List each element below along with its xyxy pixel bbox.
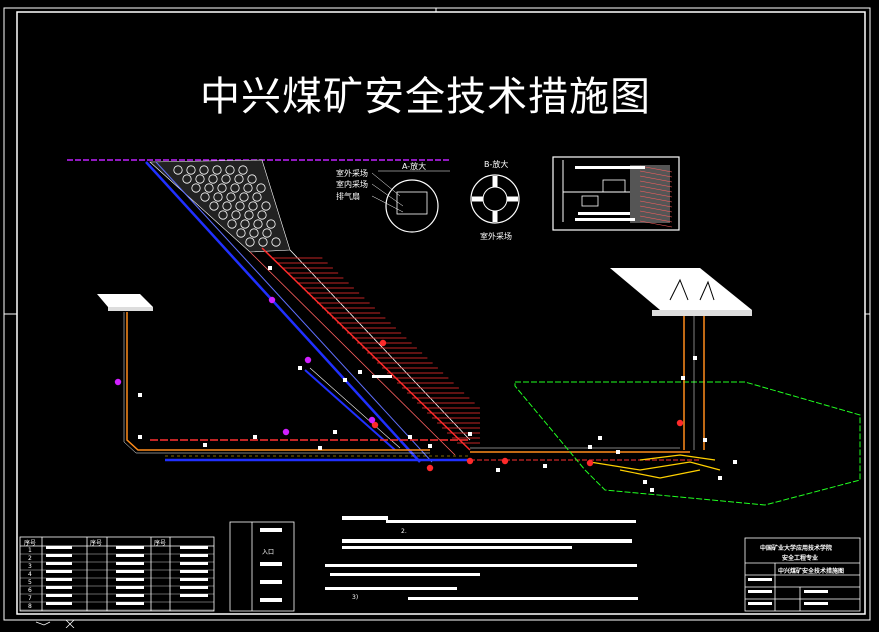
legend-row-number: 8 [28, 603, 32, 610]
incline-red-2 [249, 251, 456, 456]
branch-blue [304, 369, 396, 451]
rubble-pattern [173, 165, 281, 247]
legend-header-2: 序号 [90, 540, 103, 547]
detail-b-outer [470, 174, 520, 224]
title-block-drawing-name: 中兴煤矿安全技术措施图 [778, 568, 845, 575]
detail-b-inner [482, 186, 508, 212]
drawing-title: 中兴煤矿安全技术措施图 [200, 74, 651, 120]
legend-header-1: 序号 [24, 540, 37, 547]
detail-a-label: A-放大 [402, 162, 427, 171]
legend-row-number: 3 [28, 563, 32, 570]
title-block [744, 537, 861, 612]
legend-row-number: 7 [28, 595, 32, 602]
surface-plate-right [610, 268, 752, 310]
legend-header-3: 序号 [154, 540, 167, 547]
title-block-dept: 安全工程专业 [782, 555, 819, 562]
detail-c-box [552, 156, 680, 231]
incline-red [261, 247, 471, 451]
detail-a-circle [385, 179, 439, 233]
title-block-school: 中国矿业大学应用技术学院 [760, 545, 833, 552]
caved-rubble-zone [149, 159, 291, 253]
legend-row-number: 6 [28, 587, 32, 594]
mining-boundary [514, 381, 861, 506]
notes-label-3: 3) [352, 594, 359, 601]
shaft-junction-cluster [589, 454, 721, 479]
detail-b-label: B-放大 [484, 160, 509, 169]
legend-row-number: 4 [28, 571, 32, 578]
detail-a-item-3: 排气扇 [336, 192, 360, 201]
notes-label-2: 2. [401, 528, 407, 535]
incline-blue-upper [145, 161, 421, 463]
incline-blue-lower [155, 161, 433, 463]
detail-b-caption: 室外采场 [480, 232, 512, 241]
legend-row-number: 2 [28, 555, 32, 562]
legend-row-number: 5 [28, 579, 32, 586]
orange-pipe-left [126, 312, 430, 451]
detail-a-item-1: 室外采场 [336, 169, 368, 178]
working-face-hatch [272, 257, 480, 444]
inner-frame [16, 11, 866, 615]
legend-row-number: 1 [28, 547, 32, 554]
surface-plate-left [97, 294, 153, 307]
misc-legend-label: 入口 [262, 549, 275, 556]
detail-a-item-2: 室内采场 [336, 180, 368, 189]
misc-legend [229, 521, 295, 612]
legend-table [19, 536, 215, 612]
